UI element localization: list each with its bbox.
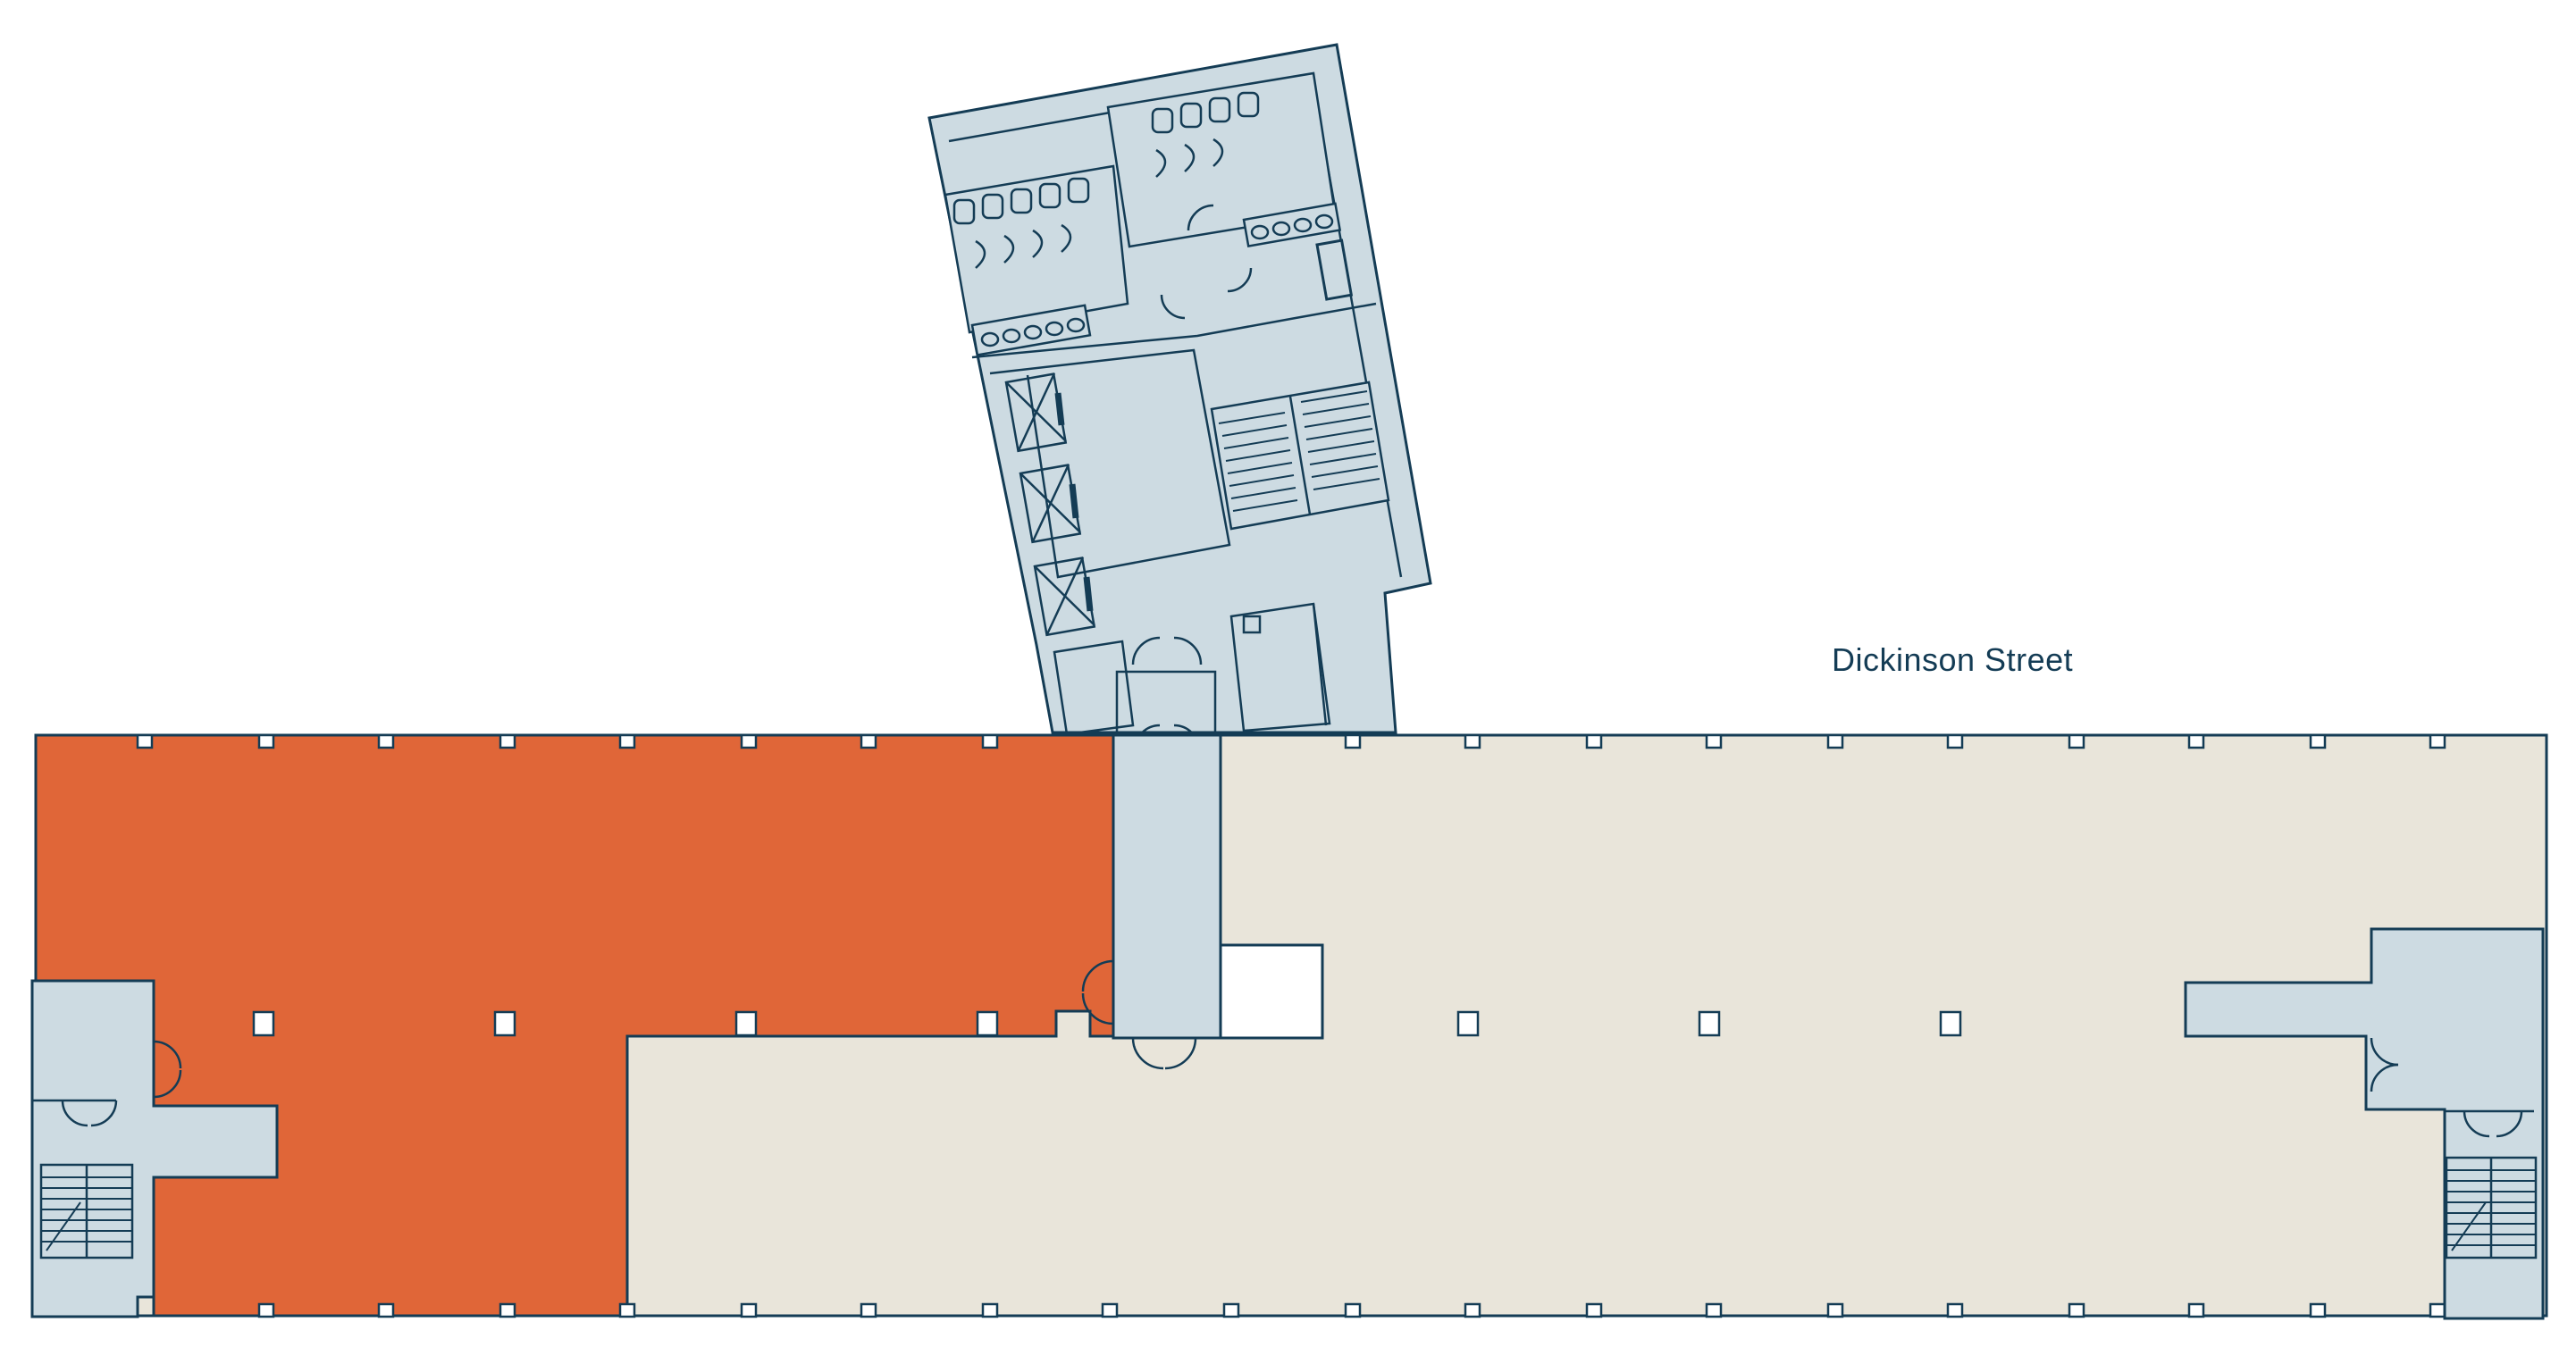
main-floor	[30, 733, 2548, 1320]
east-core	[2184, 927, 2545, 1320]
street-label: Dickinson Street	[1832, 641, 2074, 678]
tower-base-rooms	[1053, 602, 1331, 766]
door-swing-icon	[61, 1040, 182, 1127]
tower-stair	[1210, 381, 1390, 531]
wc-pan-icon	[1151, 91, 1260, 178]
wc-pan-icon	[952, 177, 1090, 269]
lift-lobby	[989, 348, 1231, 637]
tower-corridor-wall	[971, 302, 1377, 359]
door-swing-icon	[1160, 204, 1253, 320]
stair-icon	[39, 1163, 134, 1259]
stair-icon	[2445, 1156, 2538, 1259]
wc-block-left	[944, 164, 1129, 356]
basin-icon	[970, 304, 1092, 356]
door-swing-icon	[2370, 1037, 2523, 1138]
wc-block-right	[1106, 71, 1354, 320]
central-core	[1081, 733, 1324, 1070]
accessible-wc	[1315, 238, 1354, 301]
void	[1219, 943, 1324, 1040]
west-core	[30, 979, 279, 1318]
north-tower	[927, 43, 1432, 766]
structural-columns	[252, 1010, 1962, 1037]
door-swing-icon	[1081, 959, 1197, 1070]
perimeter-window-notches	[136, 733, 2446, 1318]
basin-icon	[1242, 202, 1342, 247]
